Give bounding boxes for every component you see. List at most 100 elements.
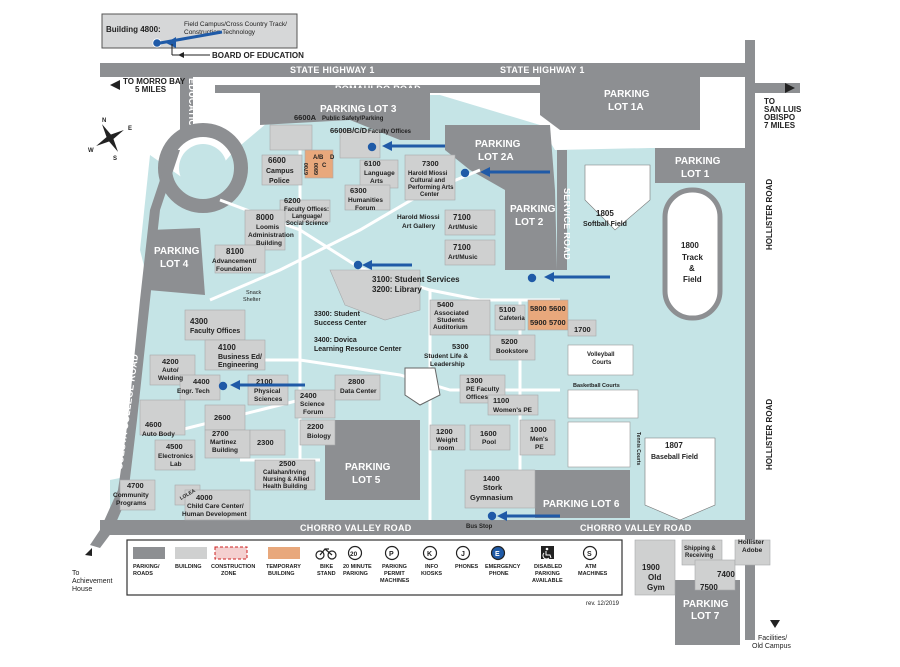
building-1700[interactable] bbox=[567, 319, 597, 337]
label-7100b-desc: Art/Music bbox=[448, 254, 478, 261]
label-7300-desc3: Performing Arts bbox=[408, 185, 454, 191]
emergency-phone-icon[interactable] bbox=[487, 511, 497, 521]
label-1900-desc2: Gym bbox=[647, 583, 665, 592]
label-5800: 5800 bbox=[530, 304, 547, 313]
building-1200[interactable] bbox=[429, 424, 466, 451]
parking-lot-3[interactable] bbox=[260, 88, 430, 140]
parking-lot-7[interactable] bbox=[675, 580, 740, 645]
building-2800[interactable] bbox=[334, 374, 381, 401]
building-1900[interactable] bbox=[634, 539, 676, 596]
track-and-field[interactable] bbox=[662, 187, 723, 321]
building-5100[interactable] bbox=[494, 304, 526, 331]
legend-building-swatch bbox=[175, 547, 207, 559]
building-7300[interactable] bbox=[404, 154, 456, 201]
building-7500-7400[interactable] bbox=[694, 559, 736, 591]
parking-lot-4[interactable] bbox=[148, 228, 205, 295]
education-drive-label: EDUCATION DRIVE bbox=[187, 78, 197, 165]
baseball-field[interactable] bbox=[644, 437, 716, 521]
compass-icon bbox=[96, 124, 124, 152]
building-2200[interactable] bbox=[299, 419, 336, 446]
label-8000: 8000 bbox=[256, 213, 274, 222]
building-1100[interactable] bbox=[487, 394, 539, 416]
legend-emergency-label-1: EMERGENCY bbox=[485, 564, 521, 570]
building-6600a[interactable] bbox=[269, 124, 313, 151]
hollister-label-upper: HOLLISTER ROAD bbox=[765, 179, 774, 250]
building-4300[interactable] bbox=[184, 309, 246, 341]
volleyball-courts[interactable] bbox=[567, 344, 634, 376]
emergency-phone-icon[interactable] bbox=[527, 273, 537, 283]
softball-field[interactable] bbox=[584, 164, 651, 231]
emergency-phone-icon[interactable] bbox=[353, 260, 363, 270]
building-4000[interactable] bbox=[184, 489, 251, 521]
building-4800-box[interactable]: Building 4800: Field Campus/Cross Countr… bbox=[101, 13, 298, 49]
parking-lot-6[interactable] bbox=[535, 470, 630, 518]
building-hollister-adobe[interactable] bbox=[734, 539, 771, 566]
parking-lot-1[interactable] bbox=[655, 148, 745, 183]
compass-e: E bbox=[128, 126, 132, 132]
emergency-phone-icon[interactable] bbox=[218, 381, 228, 391]
building-8100[interactable] bbox=[214, 244, 266, 274]
building-2100[interactable] bbox=[247, 374, 289, 406]
building-4600[interactable] bbox=[139, 399, 186, 436]
label-2500: 2500 bbox=[279, 459, 296, 468]
building-5400[interactable] bbox=[429, 299, 491, 336]
building-1600[interactable] bbox=[469, 424, 511, 451]
parking-lot-1a[interactable] bbox=[540, 77, 700, 130]
label-4600-desc: Auto Body bbox=[142, 431, 175, 438]
tennis-courts[interactable] bbox=[567, 421, 631, 468]
service-road bbox=[557, 150, 567, 270]
building-1000[interactable] bbox=[519, 419, 556, 456]
emergency-phone-icon[interactable] bbox=[152, 38, 162, 48]
legend-construction-label-2: ZONE bbox=[221, 571, 237, 577]
building-4700[interactable] bbox=[119, 479, 156, 511]
building-5200[interactable] bbox=[489, 334, 536, 361]
chorro-valley-road bbox=[100, 520, 745, 535]
label-8100-desc1: Advancement/ bbox=[212, 258, 257, 265]
building-2600[interactable] bbox=[204, 404, 246, 431]
legend-building-label: BUILDING bbox=[175, 564, 202, 570]
label-5700: 5700 bbox=[549, 318, 566, 327]
building-6300[interactable] bbox=[344, 184, 391, 211]
temporary-buildings-5600-5900[interactable] bbox=[527, 299, 569, 331]
building-6600[interactable] bbox=[261, 154, 303, 186]
legend-permit-label-3: MACHINES bbox=[380, 578, 410, 584]
building-2500[interactable] bbox=[254, 459, 316, 491]
label-2800: 2800 bbox=[348, 377, 365, 386]
building-4100[interactable] bbox=[204, 339, 266, 371]
label-7300: 7300 bbox=[422, 159, 439, 168]
legend-20min-label-1: 20 MINUTE bbox=[343, 564, 372, 570]
label-2400-desc1: Science bbox=[300, 401, 325, 408]
label-2600: 2600 bbox=[214, 413, 231, 422]
emergency-phone-legend-icon bbox=[490, 545, 506, 561]
building-1400[interactable] bbox=[464, 469, 536, 509]
building-8000[interactable] bbox=[244, 209, 286, 251]
building-7100b[interactable] bbox=[444, 239, 496, 266]
label-6600: 6600 bbox=[268, 156, 286, 165]
label-7100b: 7100 bbox=[453, 243, 471, 252]
building-2700[interactable] bbox=[204, 429, 251, 459]
building-2400[interactable] bbox=[294, 389, 336, 419]
board-of-education-label: BOARD OF EDUCATION bbox=[212, 51, 304, 60]
label-4300-desc: Faculty Offices bbox=[190, 328, 240, 335]
temporary-building-6700-6800[interactable] bbox=[304, 149, 334, 179]
lot4-label-2: LOT 4 bbox=[160, 259, 189, 270]
basketball-courts[interactable] bbox=[567, 389, 639, 419]
parking-lot-5[interactable] bbox=[325, 420, 420, 500]
parking-lot-2[interactable] bbox=[505, 190, 557, 270]
lot1a-label-2: LOT 1A bbox=[608, 102, 644, 113]
parking-lot-2a[interactable] bbox=[445, 125, 555, 190]
building-6100[interactable] bbox=[359, 159, 399, 189]
building-3100-3200[interactable] bbox=[329, 269, 421, 321]
label-2100-desc1: Physical bbox=[254, 388, 281, 395]
label-snack-1: Snack bbox=[246, 290, 262, 296]
building-2300[interactable] bbox=[249, 429, 286, 456]
building-7100a[interactable] bbox=[444, 209, 496, 236]
emergency-phone-icon[interactable] bbox=[460, 168, 470, 178]
label-4500-desc2: Lab bbox=[170, 461, 182, 468]
building-4500[interactable] bbox=[154, 439, 196, 471]
lot6-label: PARKING LOT 6 bbox=[543, 499, 620, 510]
label-1100: 1100 bbox=[493, 396, 509, 405]
label-1300-desc2: Offices bbox=[466, 394, 488, 401]
emergency-phone-icon[interactable] bbox=[367, 142, 377, 152]
